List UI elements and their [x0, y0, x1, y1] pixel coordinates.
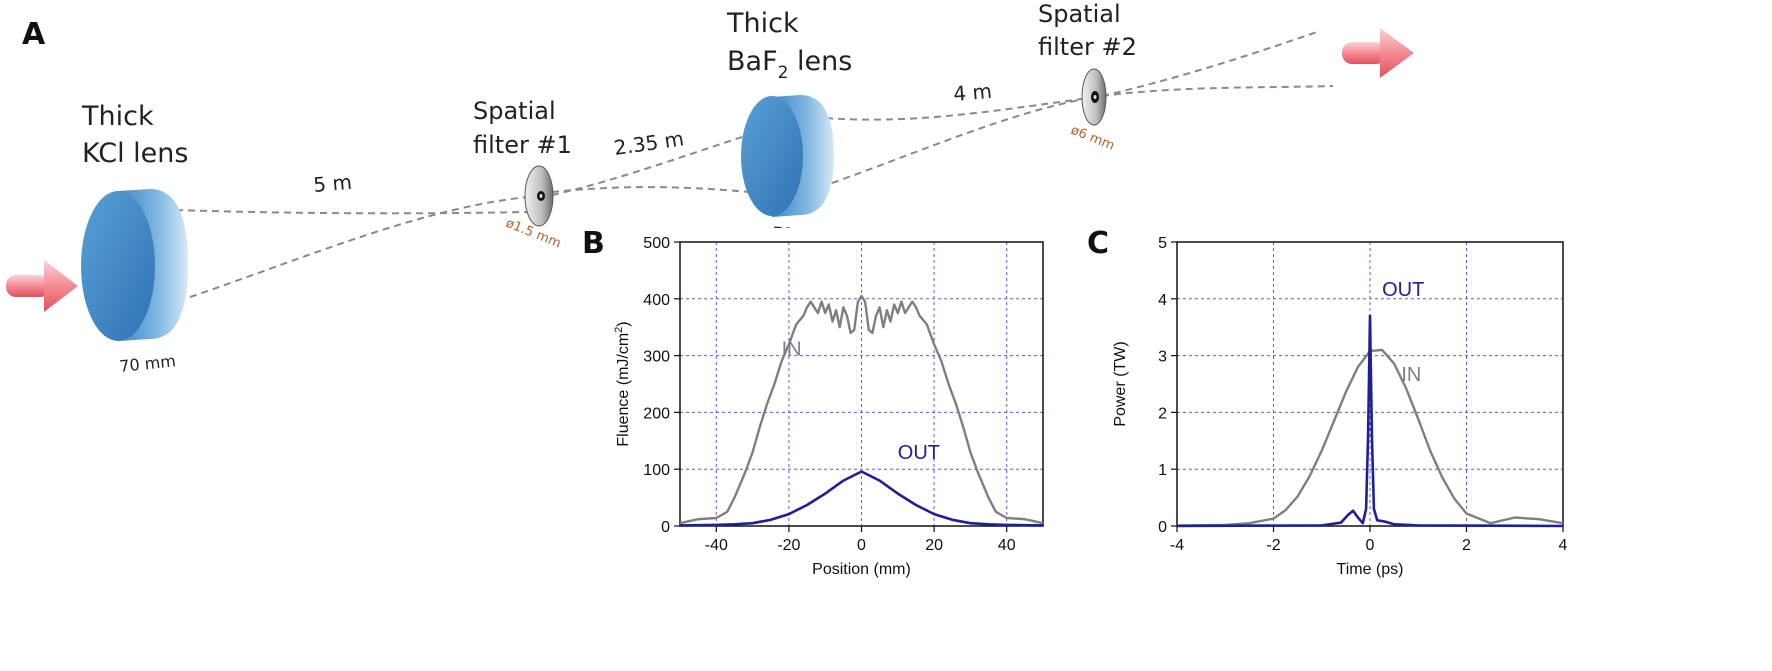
y-tick-label: 100	[643, 462, 670, 479]
x-tick-label: -40	[705, 537, 728, 554]
series-label-out: OUT	[1382, 279, 1424, 301]
spatial-filter-1-label-line1: Spatial	[473, 97, 556, 125]
input-beam-arrow-icon	[6, 260, 78, 312]
x-tick-label: 0	[857, 537, 866, 554]
spatial-filter-2-icon	[1081, 68, 1107, 126]
panel-letter-a: A	[22, 17, 46, 52]
beam-path	[1101, 30, 1321, 97]
y-tick-label: 5	[1158, 235, 1167, 252]
x-axis-title: Position (mm)	[812, 561, 911, 578]
series-line-in	[679, 294, 1044, 525]
x-tick-label: -20	[777, 537, 800, 554]
y-tick-label: 4	[1158, 292, 1167, 309]
baf2-lens-label-line2: BaF2 lens	[727, 46, 852, 83]
y-tick-label: 500	[643, 235, 670, 252]
y-axis-title: Fluence (mJ/cm2)	[613, 321, 632, 446]
beam-path	[825, 97, 1091, 121]
spatial-filter-1-icon	[524, 165, 554, 227]
y-tick-label: 200	[643, 405, 670, 422]
kcl-lens-dimension: 70 mm	[118, 351, 176, 376]
chart-region-background	[580, 228, 1772, 671]
kcl-lens-label-line1: Thick	[81, 101, 154, 132]
spatial-filter-2-label-line1: Spatial	[1038, 0, 1121, 28]
kcl-lens-label-line2: KCl lens	[82, 138, 188, 169]
distance-label-5m: 5 m	[312, 170, 353, 197]
spatial-filter-1-label-line2: filter #1	[473, 131, 572, 159]
x-tick-label: 4	[1559, 537, 1568, 554]
series-line-out	[1176, 314, 1564, 528]
output-beam-arrow-icon	[1342, 28, 1414, 78]
beam-path	[1101, 85, 1334, 97]
series-line-out	[679, 470, 1044, 527]
x-tick-label: -4	[1170, 537, 1184, 554]
beam-path	[831, 97, 1091, 184]
y-tick-label: 400	[643, 292, 670, 309]
series-label-out: OUT	[898, 442, 940, 464]
spatial-filter-2-aperture: ø6 mm	[1069, 123, 1117, 154]
beam-path	[551, 186, 771, 195]
spatial-filter-2-label-line2: filter #2	[1038, 33, 1137, 61]
x-tick-label: 40	[998, 537, 1016, 554]
y-tick-label: 0	[661, 519, 670, 536]
series-label-in: IN	[782, 339, 802, 361]
y-tick-label: 300	[643, 349, 670, 366]
panel-letter-b: B	[582, 226, 605, 261]
baf2-lens-icon	[741, 95, 834, 217]
series-line-in	[1176, 348, 1564, 527]
distance-label-4m: 4 m	[952, 79, 993, 106]
y-tick-label: 0	[1158, 519, 1167, 536]
series-label-in: IN	[1401, 364, 1421, 386]
y-tick-label: 2	[1158, 405, 1167, 422]
x-tick-label: 0	[1366, 537, 1375, 554]
baf2-lens-label-line1: Thick	[726, 8, 799, 39]
beam-path	[175, 209, 529, 215]
x-tick-label: -2	[1266, 537, 1280, 554]
x-tick-label: 20	[925, 537, 943, 554]
kcl-lens-icon	[81, 189, 188, 341]
x-tick-label: 2	[1462, 537, 1471, 554]
y-axis-title: Power (TW)	[1112, 341, 1129, 426]
y-tick-label: 1	[1158, 462, 1167, 479]
distance-label-2-35m: 2.35 m	[612, 126, 685, 160]
panel-letter-c: C	[1087, 226, 1109, 261]
x-axis-title: Time (ps)	[1337, 561, 1404, 578]
y-tick-label: 3	[1158, 349, 1167, 366]
